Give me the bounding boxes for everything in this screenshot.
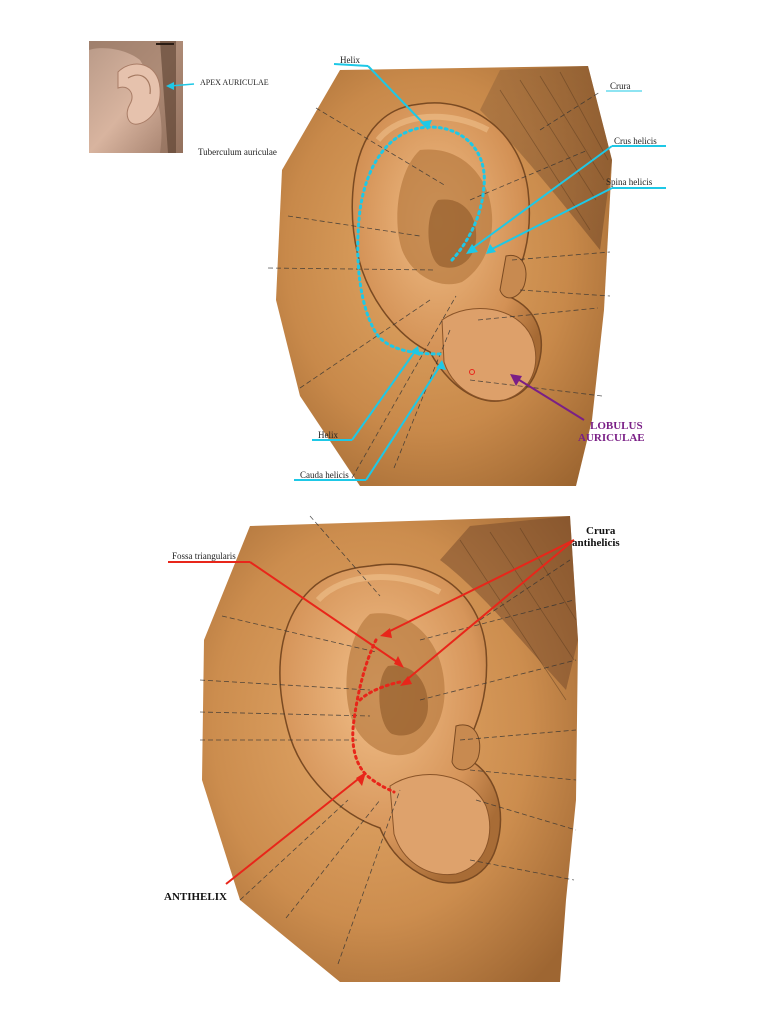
- label-apex-auriculae: APEX AURICULAE: [200, 78, 269, 87]
- label-helix-bottom: Helix: [318, 430, 338, 440]
- label-antihelix: ANTIHELIX: [164, 891, 227, 903]
- label-cauda-helicis: Cauda helicis: [300, 470, 349, 480]
- label-crura-antihelicis-line1: Crura: [586, 525, 616, 537]
- label-tuberculum-auriculae: Tuberculum auriculae: [198, 147, 277, 157]
- label-spina-helicis: Spina helicis: [606, 177, 653, 187]
- label-crura-antihelicis-line2: antihelicis: [572, 537, 620, 549]
- ear-photo: [89, 41, 183, 153]
- label-lobulus-line1: LOBULUS: [590, 420, 643, 432]
- label-helix-top: Helix: [340, 55, 360, 65]
- label-lobulus-line2: AURICULAE: [578, 432, 645, 444]
- label-fossa-triangularis: Fossa triangularis: [172, 551, 236, 561]
- antihelix-dotted-path: [351, 638, 396, 794]
- label-crus-helicis: Crus helicis: [614, 136, 657, 146]
- helix-dotted-path: [356, 125, 486, 356]
- label-crura: Crura: [610, 81, 631, 91]
